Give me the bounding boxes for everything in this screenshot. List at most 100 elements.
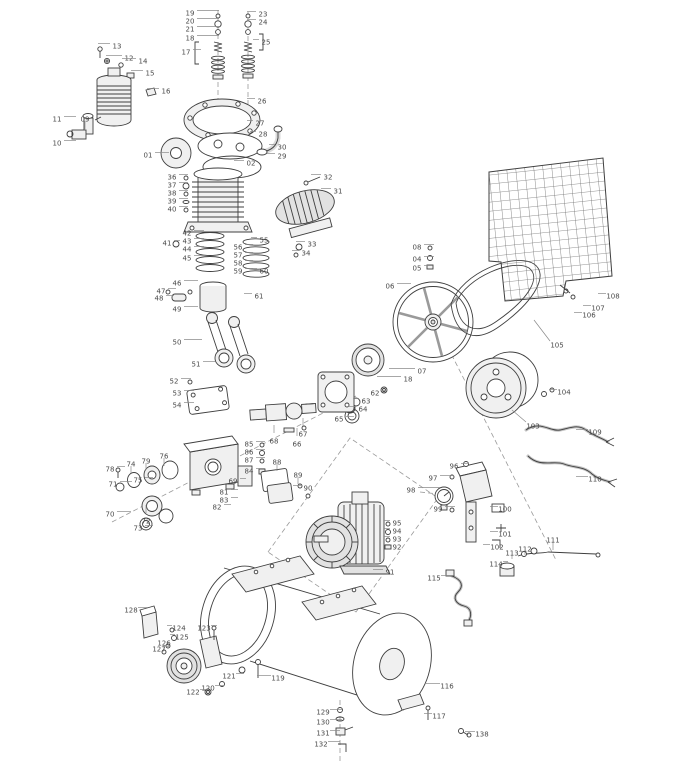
cylinder-head <box>183 98 263 179</box>
callout-05: 05 <box>413 265 422 273</box>
callout-30: 30 <box>278 144 287 152</box>
callout-48: 48 <box>155 295 164 303</box>
callout-82: 82 <box>213 504 222 512</box>
bearing-flange-plate <box>317 371 355 413</box>
callout-98: 98 <box>407 487 416 495</box>
callout-109: 109 <box>588 429 601 437</box>
callout-102: 102 <box>490 544 503 552</box>
callout-09: 09 <box>81 116 90 124</box>
callout-02: 02 <box>247 160 256 168</box>
callout-39: 39 <box>168 198 177 206</box>
callout-08: 08 <box>413 244 422 252</box>
callout-14: 14 <box>139 58 148 66</box>
callout-18: 18 <box>404 376 413 384</box>
leader-line-103 <box>511 409 527 423</box>
callout-66: 66 <box>293 441 302 449</box>
callout-70: 70 <box>106 511 115 519</box>
callout-79: 79 <box>142 458 151 466</box>
callout-96: 96 <box>450 463 459 471</box>
callout-132: 132 <box>314 741 327 749</box>
callout-49: 49 <box>173 306 182 314</box>
callout-10: 10 <box>53 140 62 148</box>
callout-112: 112 <box>518 546 531 554</box>
callout-60: 60 <box>260 268 269 276</box>
base-gasket-plate <box>186 385 230 415</box>
callout-65: 65 <box>335 416 344 424</box>
callout-131: 131 <box>316 730 329 738</box>
piston-and-conrods <box>165 281 256 385</box>
callout-74: 74 <box>127 461 136 469</box>
callout-107: 107 <box>591 305 604 313</box>
belt-guard-grille <box>488 157 613 302</box>
electric-motor <box>305 491 392 575</box>
crankshaft <box>249 402 317 422</box>
callout-101: 101 <box>498 531 511 539</box>
callout-121: 121 <box>222 673 235 681</box>
callout-56: 56 <box>234 244 243 252</box>
callout-15: 15 <box>146 70 155 78</box>
air-tank <box>200 555 432 716</box>
callout-127: 127 <box>152 646 165 654</box>
callout-44: 44 <box>183 246 192 254</box>
piston-ring-stacks <box>172 232 270 278</box>
callout-26: 26 <box>258 98 267 106</box>
callout-21: 21 <box>186 26 195 34</box>
callout-53: 53 <box>173 390 182 398</box>
callout-19: 19 <box>186 10 195 18</box>
callout-47: 47 <box>157 288 166 296</box>
static-line-art <box>66 10 618 762</box>
elbow-fitting <box>66 113 102 140</box>
pressure-switch-assembly <box>434 461 506 548</box>
discharge-pipe-and-valve <box>445 547 601 627</box>
callout-41: 41 <box>163 240 172 248</box>
callout-90: 90 <box>304 485 313 493</box>
callout-28: 28 <box>259 131 268 139</box>
callout-110: 110 <box>588 476 601 484</box>
muffler <box>275 176 335 258</box>
cover-bolts-and-gaskets <box>258 442 311 504</box>
callout-108: 108 <box>606 293 619 301</box>
callout-57: 57 <box>234 252 243 260</box>
callout-01: 01 <box>144 152 153 160</box>
callout-123: 123 <box>197 625 210 633</box>
callout-27: 27 <box>256 120 265 128</box>
callout-85: 85 <box>245 441 254 449</box>
wheel-assembly <box>139 605 261 696</box>
callout-128: 128 <box>124 607 137 615</box>
callout-87: 87 <box>245 457 254 465</box>
callout-45: 45 <box>183 255 192 263</box>
callout-94: 94 <box>393 528 402 536</box>
callout-46: 46 <box>173 280 182 288</box>
small-parts-36-40 <box>182 175 190 213</box>
callout-97: 97 <box>429 475 438 483</box>
callout-75: 75 <box>134 477 143 485</box>
drain-valve-parts <box>335 705 472 752</box>
callout-43: 43 <box>183 238 192 246</box>
callout-81: 81 <box>220 489 229 497</box>
callout-32: 32 <box>324 174 333 182</box>
callout-16: 16 <box>162 88 171 96</box>
callout-33: 33 <box>308 241 317 249</box>
air-filter-assembly <box>96 46 157 127</box>
crank-end-circle <box>160 137 192 169</box>
callout-20: 20 <box>186 18 195 26</box>
callout-23: 23 <box>259 11 268 19</box>
grooved-pulley <box>465 351 555 419</box>
callout-106: 106 <box>582 312 596 320</box>
callout-122: 122 <box>186 689 199 697</box>
callout-129: 129 <box>316 709 329 717</box>
flywheel-bolts <box>426 245 434 270</box>
callout-116: 116 <box>440 683 454 691</box>
callout-113: 113 <box>505 550 518 558</box>
callout-62: 62 <box>371 390 380 398</box>
callout-55: 55 <box>260 237 269 245</box>
callout-138: 138 <box>475 731 488 739</box>
callout-111: 111 <box>546 537 559 545</box>
callout-86: 86 <box>245 449 254 457</box>
callout-103: 103 <box>526 423 539 431</box>
flywheel <box>392 281 474 363</box>
callout-67: 67 <box>299 431 308 439</box>
callout-119: 119 <box>271 675 284 683</box>
